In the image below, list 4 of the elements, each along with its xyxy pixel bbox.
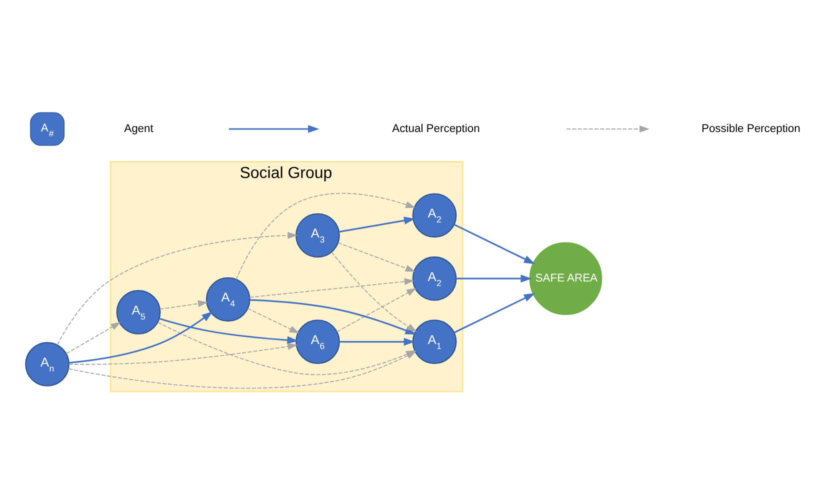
label: A$_{#}$	[40, 122, 54, 138]
legend-label: Possible Perception	[701, 122, 800, 134]
legend-label: Agent	[124, 122, 154, 134]
legend-label: Actual Perception	[392, 122, 480, 134]
